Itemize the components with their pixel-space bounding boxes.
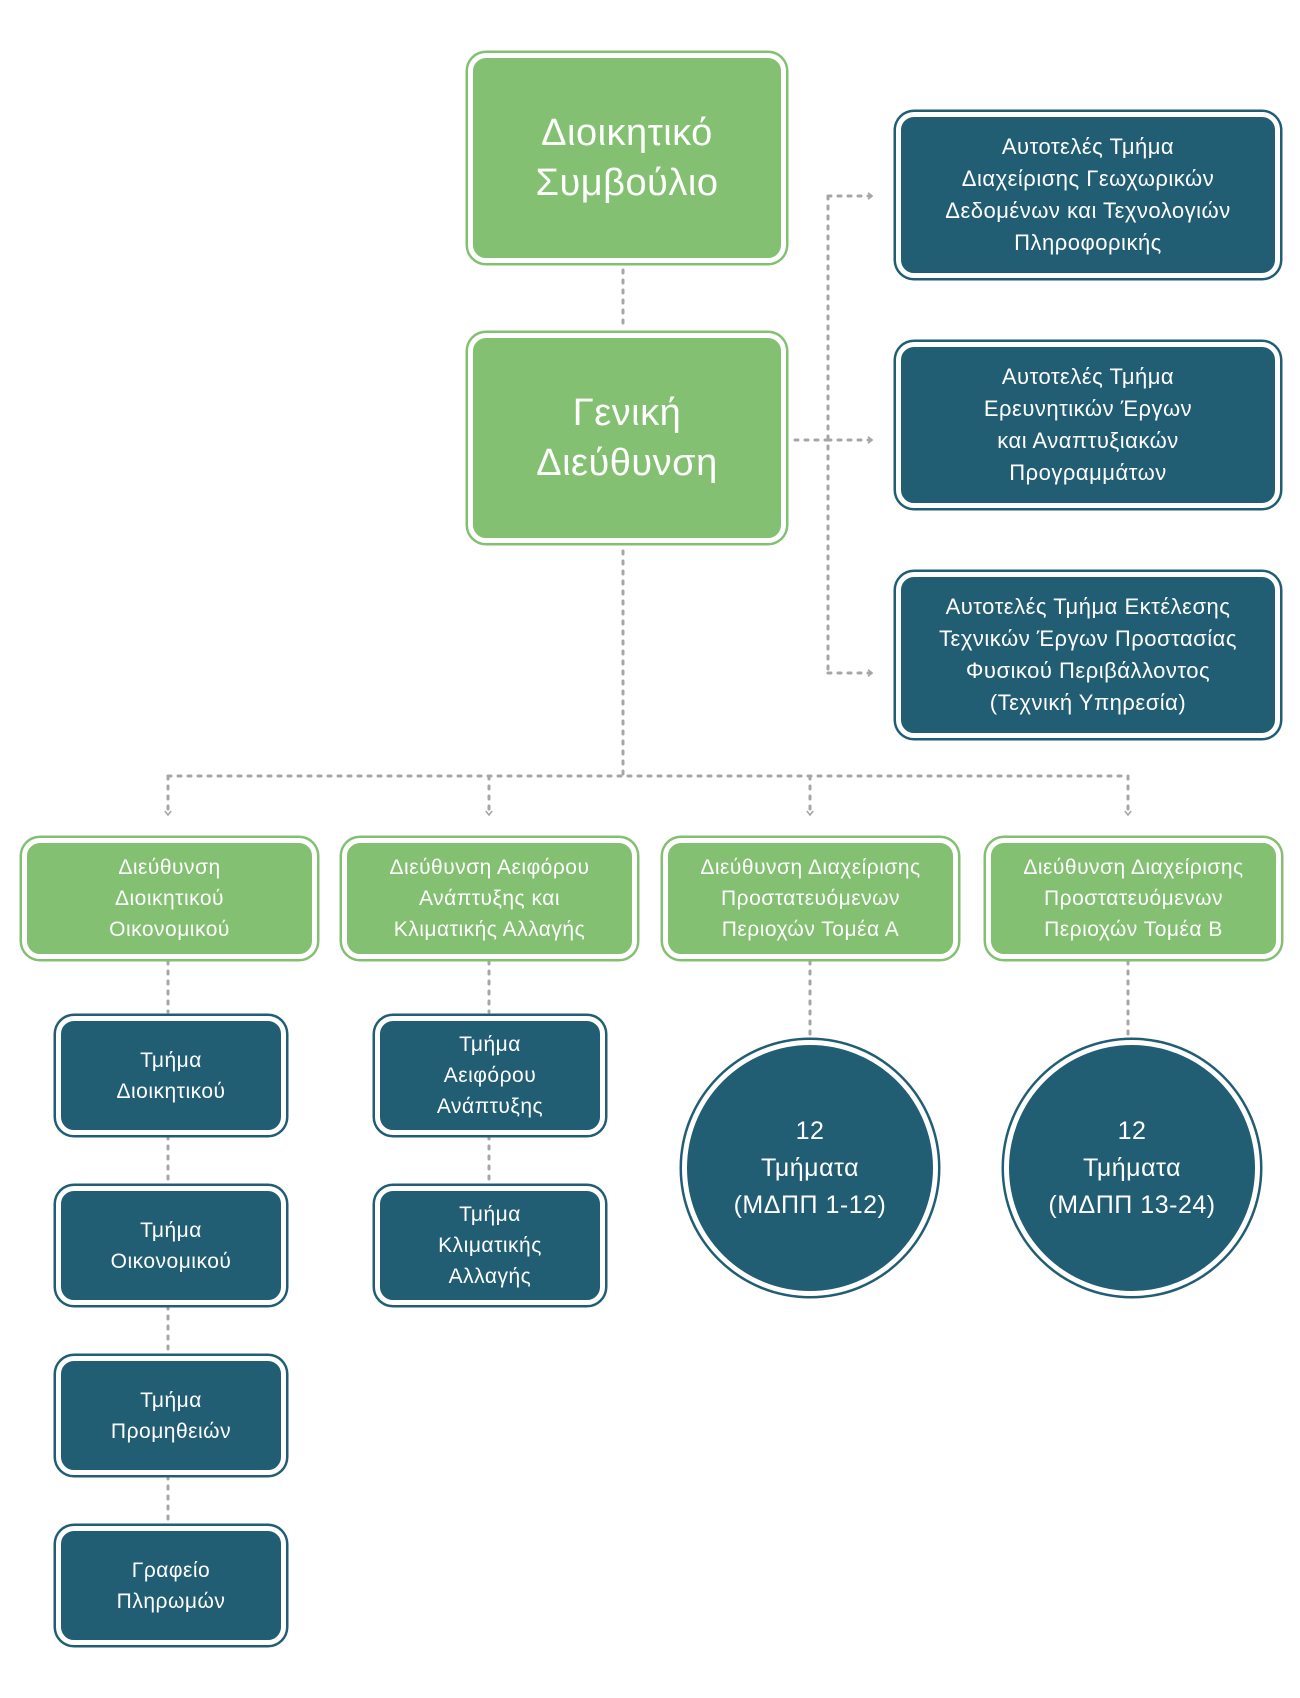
independent-unit-technical: Αυτοτελές Τμήμα Εκτέλεσης Τεχνικών Έργων… — [896, 572, 1280, 738]
directorate-admin-finance: Διεύθυνση Διοικητικού Οικονομικού — [22, 838, 317, 959]
dept-financial: Τμήμα Οικονομικού — [56, 1186, 286, 1305]
dept-climate-change: Τμήμα Κλιματικής Αλλαγής — [375, 1186, 605, 1305]
office-payments: Γραφείο Πληρωμών — [56, 1526, 286, 1645]
independent-unit-geospatial: Αυτοτελές Τμήμα Διαχείρισης Γεωχωρικών Δ… — [896, 112, 1280, 278]
general-directorate-node: Γενική Διεύθυνση — [468, 333, 786, 543]
dept-sustainable-development: Τμήμα Αειφόρου Ανάπτυξης — [375, 1016, 605, 1135]
sector-b-departments-circle: 12 Τμήματα (ΜΔΠΠ 13-24) — [1004, 1040, 1260, 1296]
directorate-sector-b: Διεύθυνση Διαχείρισης Προστατευόμενων Πε… — [986, 838, 1281, 959]
board-node: Διοικητικό Συμβούλιο — [468, 53, 786, 263]
directorate-sustainability: Διεύθυνση Αειφόρου Ανάπτυξης και Κλιματι… — [342, 838, 637, 959]
independent-unit-research: Αυτοτελές Τμήμα Ερευνητικών Έργων και Αν… — [896, 342, 1280, 508]
dept-administrative: Τμήμα Διοικητικού — [56, 1016, 286, 1135]
directorate-sector-a: Διεύθυνση Διαχείρισης Προστατευόμενων Πε… — [663, 838, 958, 959]
sector-a-departments-circle: 12 Τμήματα (ΜΔΠΠ 1-12) — [682, 1040, 938, 1296]
dept-procurement: Τμήμα Προμηθειών — [56, 1356, 286, 1475]
